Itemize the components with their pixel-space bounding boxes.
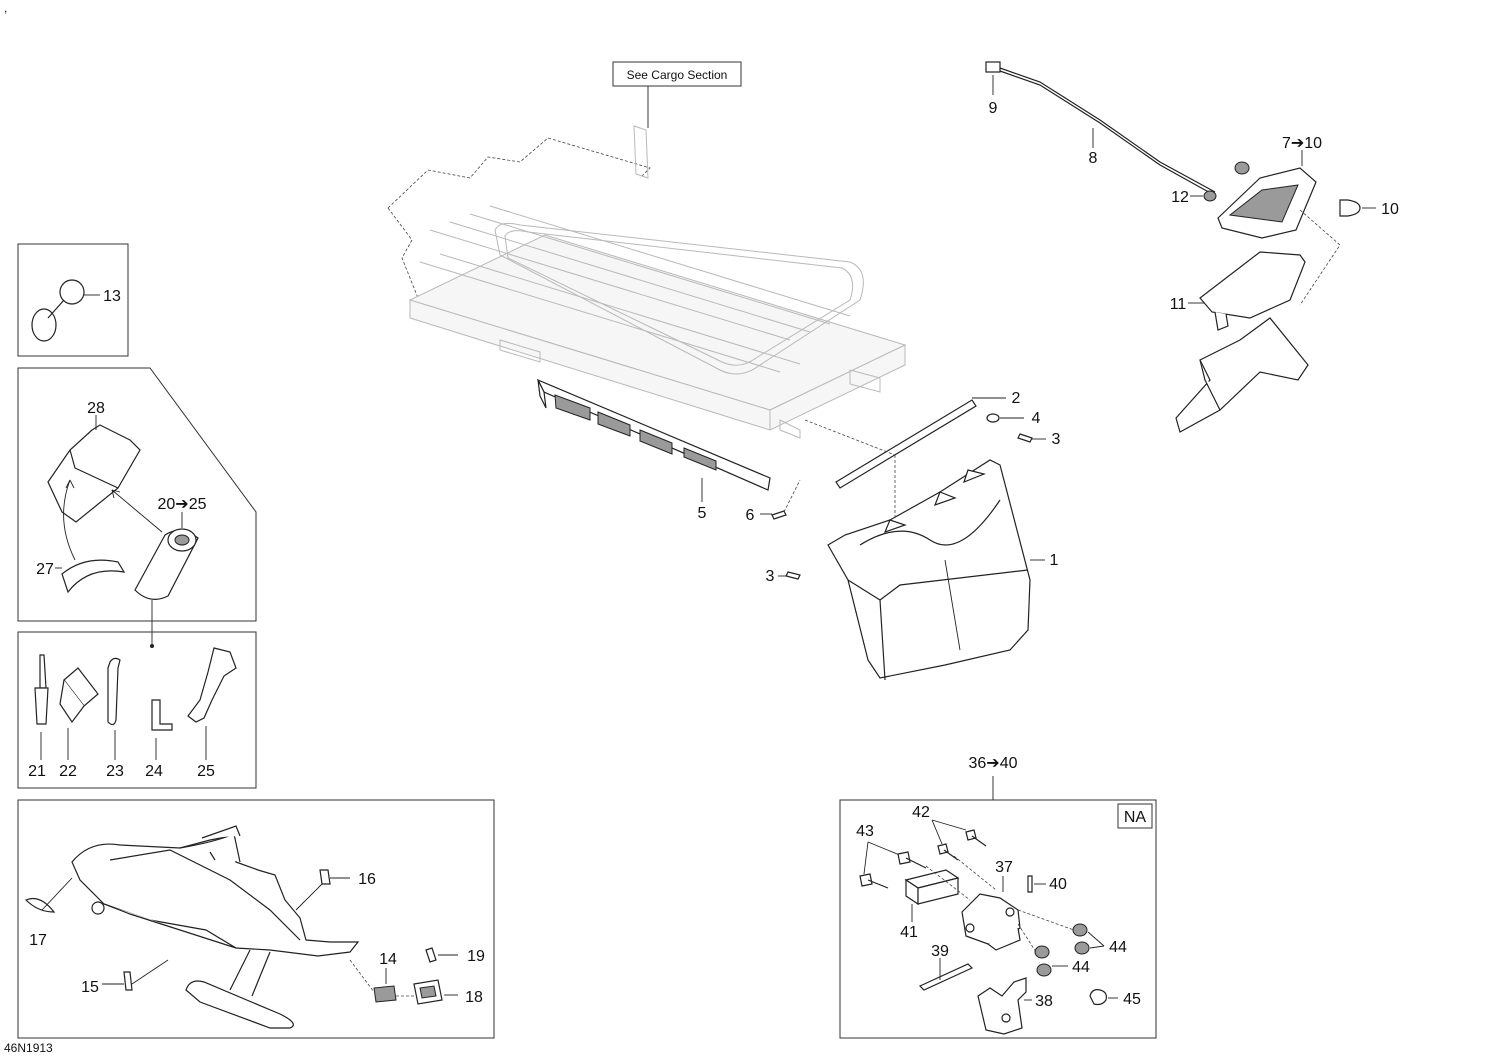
callout-40: 40 bbox=[1049, 876, 1067, 893]
callout-20-25: 20➔25 bbox=[158, 496, 207, 513]
callout-25: 25 bbox=[197, 763, 215, 780]
box-tools: 21 22 23 24 25 bbox=[17, 631, 257, 789]
callout-18: 18 bbox=[465, 989, 483, 1006]
callout-43: 43 bbox=[856, 823, 874, 840]
callout-28: 28 bbox=[87, 400, 105, 417]
callout-6: 6 bbox=[746, 507, 755, 524]
callout-8: 8 bbox=[1089, 150, 1098, 167]
part-3-screw-top: 3 bbox=[1017, 431, 1061, 448]
part-5-side-panel: 5 bbox=[536, 378, 771, 522]
callout-5: 5 bbox=[698, 505, 707, 522]
snowmobile-outline bbox=[71, 825, 360, 1029]
part-2-retainer-strip: 2 bbox=[835, 390, 1021, 489]
callout-44-right: 44 bbox=[1109, 939, 1127, 956]
callout-10: 10 bbox=[1381, 201, 1399, 218]
box-decals: 17 16 15 14 18 19 bbox=[17, 799, 495, 1039]
callout-2: 2 bbox=[1012, 390, 1021, 407]
box-13-mirror: 13 bbox=[17, 243, 129, 357]
callout-11: 11 bbox=[1170, 296, 1187, 313]
callout-41: 41 bbox=[900, 924, 918, 941]
part-9-connector: 9 bbox=[985, 61, 1001, 117]
callout-44-lower: 44 bbox=[1072, 959, 1090, 976]
part-10-bulb: 10 bbox=[1339, 199, 1399, 218]
callout-37: 37 bbox=[995, 859, 1013, 876]
callout-38: 38 bbox=[1035, 993, 1053, 1010]
callout-36-40: 36➔40 bbox=[969, 755, 1018, 772]
callout-16: 16 bbox=[358, 871, 376, 888]
part-3-screw-bottom: 3 bbox=[766, 568, 801, 585]
see-cargo-section-text: See Cargo Section bbox=[627, 68, 728, 82]
callout-24: 24 bbox=[145, 763, 163, 780]
part-7-tail-light: 7➔10 bbox=[1217, 135, 1322, 239]
corner-mark: , bbox=[4, 1, 7, 15]
part-6-screw: 6 bbox=[746, 479, 801, 524]
callout-15: 15 bbox=[81, 979, 99, 996]
part-4-washer: 4 bbox=[986, 410, 1041, 427]
callout-3-bottom: 3 bbox=[766, 568, 775, 585]
callout-27: 27 bbox=[36, 561, 54, 578]
see-cargo-section-label: See Cargo Section bbox=[612, 61, 742, 128]
box-hitch-na: 36➔40 NA 42 43 41 37 40 44 bbox=[839, 755, 1157, 1039]
callout-22: 22 bbox=[59, 763, 77, 780]
callout-7-10: 7➔10 bbox=[1282, 135, 1322, 152]
callout-9: 9 bbox=[989, 100, 998, 117]
part-12-nut: 12 bbox=[1171, 189, 1217, 206]
callout-17: 17 bbox=[29, 932, 47, 949]
box-tool-bag: 28 27 20➔25 bbox=[17, 367, 257, 648]
callout-3-top: 3 bbox=[1052, 431, 1061, 448]
reference-number: 46N1913 bbox=[4, 1041, 53, 1055]
cargo-rack-ghost bbox=[387, 125, 907, 439]
callout-42: 42 bbox=[912, 804, 930, 821]
callout-45: 45 bbox=[1123, 991, 1141, 1008]
callout-21: 21 bbox=[28, 763, 46, 780]
callout-13: 13 bbox=[103, 288, 121, 305]
part-11-light-housing: 11 bbox=[1170, 251, 1309, 433]
callout-1: 1 bbox=[1050, 552, 1059, 569]
callout-14: 14 bbox=[379, 951, 397, 968]
callout-4: 4 bbox=[1032, 410, 1041, 427]
part-1-mud-flap: 1 bbox=[827, 459, 1059, 681]
part-8-wire-harness: 8 bbox=[999, 67, 1216, 196]
callout-39: 39 bbox=[931, 943, 949, 960]
callout-12: 12 bbox=[1171, 189, 1189, 206]
callout-19: 19 bbox=[467, 948, 485, 965]
na-label: NA bbox=[1124, 809, 1147, 826]
callout-23: 23 bbox=[106, 763, 124, 780]
